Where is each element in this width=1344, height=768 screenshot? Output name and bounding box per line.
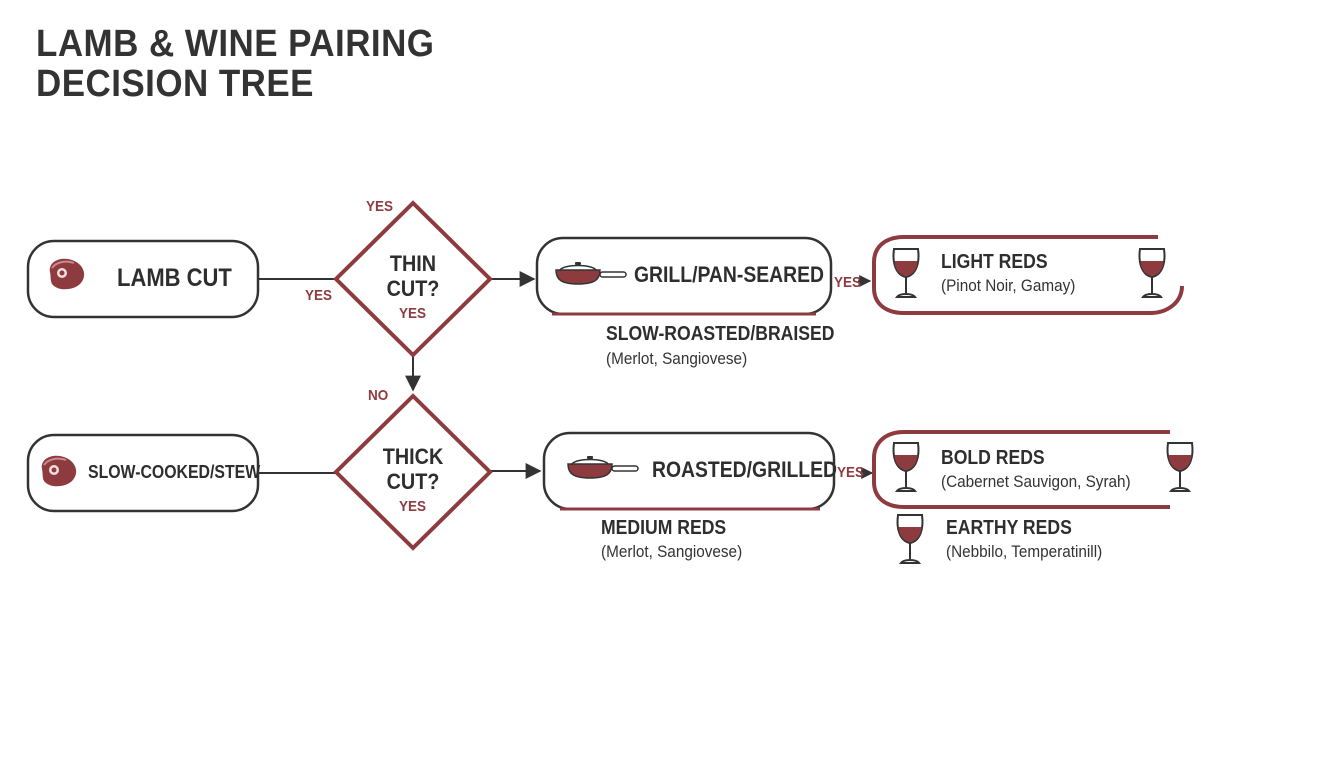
wine-varietals-light: (Pinot Noir, Gamay): [941, 276, 1076, 295]
title-line-1: LAMB & WINE PAIRING: [36, 23, 435, 65]
node-label-roasted: ROASTED/GRILLED: [652, 457, 838, 482]
node-label-grill: GRILL/PAN-SEARED: [634, 262, 825, 287]
node-slow-cooked: [26, 433, 260, 513]
decision-label-thick: THICK CUT?: [382, 444, 444, 494]
decision-thin-cut: [333, 200, 493, 358]
edge-label-yes-start: YES: [305, 287, 333, 304]
method-heading-medium-reds: MEDIUM REDS: [601, 517, 727, 539]
edge-label-no: NO: [368, 387, 389, 404]
wine-heading-bold: BOLD REDS: [941, 447, 1045, 469]
decision-yes-thick: YES: [399, 498, 427, 515]
edge-label-yes-top: YES: [366, 198, 394, 215]
node-light-reds: [872, 235, 1184, 315]
wine-glass-icon: [896, 514, 924, 564]
node-label-lamb-cut: LAMB CUT: [117, 264, 232, 292]
node-bold-reds: [872, 430, 1170, 509]
decision-thick-cut: [333, 393, 493, 551]
method-heading-slow-roasted: SLOW-ROASTED/BRAISED: [606, 323, 835, 345]
wine-heading-light: LIGHT REDS: [941, 251, 1048, 273]
node-label-slow-cooked: SLOW-COOKED/STEW: [88, 462, 261, 482]
edge-label-yes-light: YES: [834, 274, 862, 291]
title-line-2: DECISION TREE: [36, 63, 314, 105]
wine-varietals-bold: (Cabernet Sauvigon, Syrah): [941, 472, 1131, 491]
decision-label-thin: THIN CUT?: [386, 251, 440, 301]
wine-heading-earthy: EARTHY REDS: [946, 517, 1072, 539]
decision-yes-thin: YES: [399, 305, 427, 322]
page-title: LAMB & WINE PAIRING DECISION TREE: [36, 24, 434, 104]
edge-label-yes-bold: YES: [837, 464, 865, 481]
method-varietals-slow-roasted: (Merlot, Sangiovese): [606, 349, 748, 368]
method-varietals-medium-reds: (Merlot, Sangiovese): [601, 542, 743, 561]
wine-varietals-earthy: (Nebbilo, Temperatinill): [946, 542, 1103, 561]
wine-glass-icon: [1166, 442, 1194, 492]
node-lamb-cut: [26, 239, 260, 319]
